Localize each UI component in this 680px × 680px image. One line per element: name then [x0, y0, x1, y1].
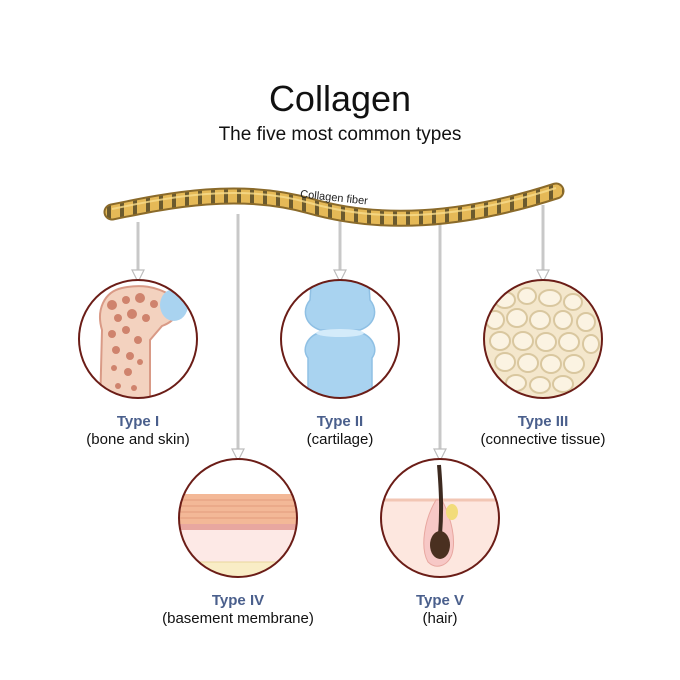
type-5-label: Type V (hair)	[330, 592, 550, 627]
type-1-desc: (bone and skin)	[86, 431, 190, 448]
type-5-desc: (hair)	[422, 610, 458, 627]
type-4-label: Type IV (basement membrane)	[128, 592, 348, 627]
collagen-fiber	[103, 182, 565, 227]
type-2-desc: (cartilage)	[306, 431, 374, 448]
type-1-label: Type I (bone and skin)	[28, 413, 248, 448]
type-5-name: Type V	[415, 592, 465, 609]
page-title: Collagen	[268, 78, 412, 119]
type-2-illustration	[280, 279, 400, 399]
type-4-illustration	[178, 458, 298, 578]
type-3-name: Type III	[517, 413, 569, 430]
type-2-label: Type II (cartilage)	[230, 413, 450, 448]
type-3-label: Type III (connective tissue)	[433, 413, 653, 448]
type-3-illustration	[483, 279, 603, 399]
type-1-name: Type I	[116, 413, 160, 430]
type-3-desc: (connective tissue)	[480, 431, 606, 448]
type-4-desc: (basement membrane)	[162, 610, 314, 627]
type-4-name: Type IV	[211, 592, 265, 609]
type-5-illustration	[380, 458, 500, 578]
type-2-name: Type II	[316, 413, 364, 430]
arrows	[138, 205, 543, 455]
type-1-illustration	[78, 279, 198, 399]
page-subtitle: The five most common types	[218, 124, 462, 145]
